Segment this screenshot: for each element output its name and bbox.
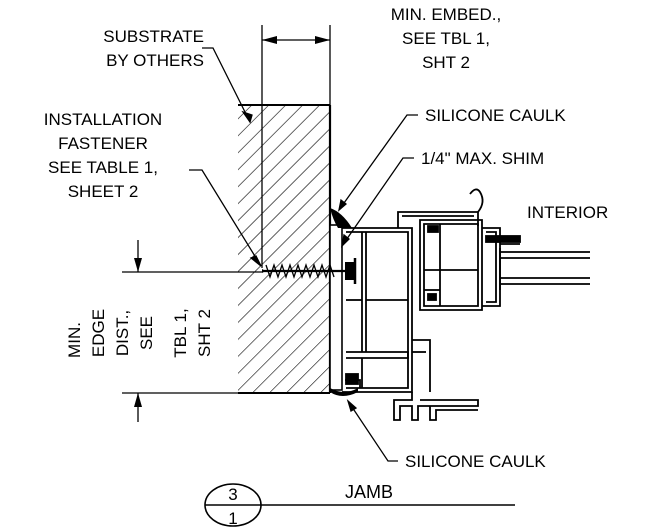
- embed-label-line3: SHT 2: [422, 53, 470, 72]
- installation-fastener: [262, 258, 357, 284]
- detail-number: 3: [228, 485, 237, 504]
- leader-lines: [189, 47, 418, 462]
- edge-label-line1: MIN.: [65, 322, 84, 358]
- shim-label: 1/4" MAX. SHIM: [421, 149, 544, 168]
- edge-label-line4: SEE: [137, 316, 156, 350]
- shim: [329, 224, 343, 391]
- substrate-label-line2: BY OTHERS: [106, 51, 204, 70]
- caulk-bottom-label: SILICONE CAULK: [405, 452, 546, 471]
- callout-labels: SUBSTRATE BY OTHERS MIN. EMBED., SEE TBL…: [44, 5, 608, 471]
- fastener-label-line4: SHEET 2: [68, 182, 139, 201]
- edge-distance-label: MIN. EDGE DIST., SEE TBL 1, SHT 2: [65, 308, 214, 358]
- fastener-label-line3: SEE TABLE 1,: [48, 158, 158, 177]
- edge-distance-dimension: [122, 240, 262, 422]
- fastener-label-line2: FASTENER: [58, 134, 148, 153]
- window-frame: [342, 188, 590, 421]
- substrate-label-line1: SUBSTRATE: [103, 27, 204, 46]
- embed-dimension: [261, 25, 331, 268]
- substrate: [238, 104, 332, 394]
- edge-label-line5: TBL 1,: [171, 308, 190, 357]
- fastener-label-line1: INSTALLATION: [44, 110, 162, 129]
- edge-label-line3: DIST.,: [113, 310, 132, 356]
- edge-label-line6: SHT 2: [195, 309, 214, 357]
- caulk-top-label: SILICONE CAULK: [425, 106, 566, 125]
- sheet-number: 1: [228, 509, 237, 528]
- interior-label: INTERIOR: [527, 203, 608, 222]
- detail-title-block: 3 1 JAMB: [204, 482, 515, 528]
- embed-label-line2: SEE TBL 1,: [402, 29, 490, 48]
- detail-title: JAMB: [345, 482, 393, 502]
- embed-label-line1: MIN. EMBED.,: [391, 5, 502, 24]
- edge-label-line2: EDGE: [89, 309, 108, 357]
